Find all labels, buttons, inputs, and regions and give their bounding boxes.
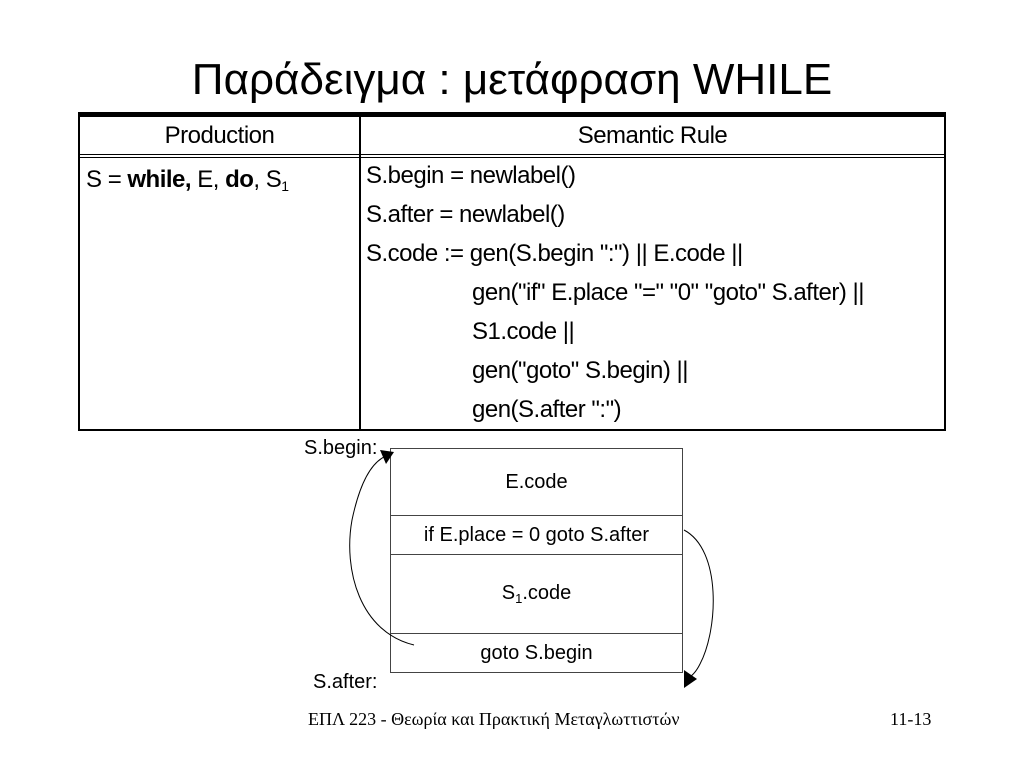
production-lhs: S — [86, 166, 102, 193]
production-cell: S = while, E, do, S1 — [86, 165, 289, 201]
footer-course: ΕΠΛ 223 - Θεωρία και Πρακτική Μεταγλωττι… — [308, 709, 680, 729]
label-s-after: S.after: — [313, 671, 378, 693]
semantic-line-2: S.after = newlabel() — [366, 201, 565, 228]
slide-title: Παράδειγμα : μετάφραση WHILE — [191, 55, 833, 104]
block-if-goto: if E.place = 0 goto S.after — [390, 515, 683, 554]
semantic-line-5: S1.code || — [472, 318, 575, 345]
semantic-line-1: S.begin = newlabel() — [366, 162, 576, 189]
block-s1-code: S1.code — [390, 554, 683, 633]
keyword-do: do — [225, 166, 254, 193]
block-goto-begin: goto S.begin — [390, 633, 683, 673]
semantic-line-4: gen("if" E.place "=" "0" "goto" S.after)… — [472, 279, 864, 306]
header-production: Production — [164, 122, 275, 149]
exit-arrow-curve — [683, 529, 714, 679]
block-s1-rest: .code — [522, 582, 572, 604]
translation-table: Production Semantic Rule S = while, E, d… — [78, 117, 946, 431]
block-e-code-text: E.code — [505, 470, 568, 493]
table-header-divider — [80, 154, 944, 158]
header-semantic-rule: Semantic Rule — [577, 122, 728, 149]
block-goto-begin-text: goto S.begin — [480, 641, 593, 664]
production-comma: , — [253, 166, 260, 193]
block-s1-code-text: S1.code — [502, 582, 572, 606]
exit-arrowhead — [684, 670, 697, 688]
label-s-begin: S.begin: — [304, 437, 378, 459]
semantic-line-3: S.code := gen(S.begin ":") || E.code || — [366, 240, 743, 267]
block-if-goto-text: if E.place = 0 goto S.after — [423, 523, 650, 546]
footer-page-number: 11-13 — [890, 709, 932, 729]
keyword-while: while, — [127, 166, 192, 193]
production-s: S — [265, 166, 282, 193]
production-arrow: = — [107, 166, 122, 193]
semantic-line-6: gen("goto" S.begin) || — [472, 357, 688, 384]
production-e: E, — [197, 166, 219, 193]
block-s1-sub: 1 — [515, 591, 523, 606]
block-e-code: E.code — [390, 448, 683, 515]
table-column-divider — [359, 117, 361, 429]
semantic-line-7: gen(S.after ":") — [472, 396, 622, 423]
block-s1-main: S — [501, 582, 516, 604]
table-top-rule — [78, 112, 946, 117]
production-s-subscript: 1 — [281, 178, 289, 194]
